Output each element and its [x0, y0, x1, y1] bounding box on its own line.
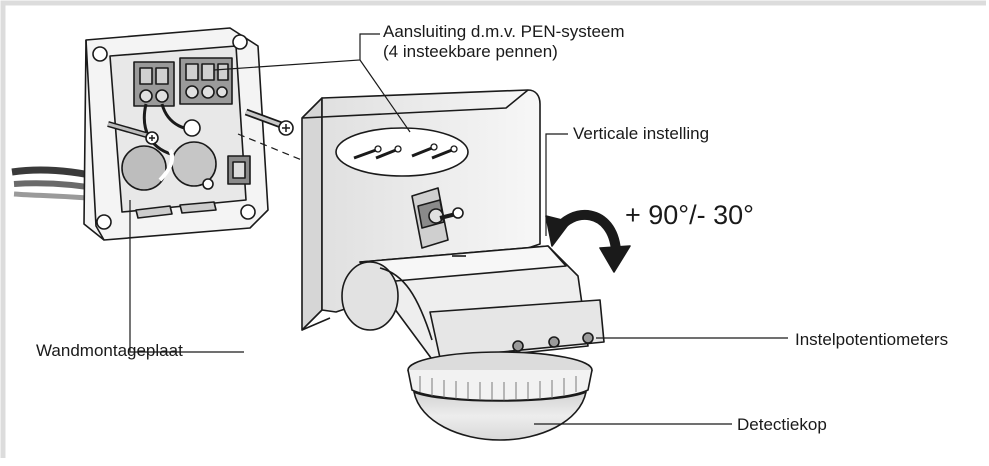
pen-pins [353, 143, 458, 160]
potentiometers-label: Instelpotentiometers [795, 330, 949, 349]
callout-pen-1 [213, 33, 380, 71]
wall-plate-label: Wandmontageplaat [36, 341, 183, 360]
wall-mounting-plate [11, 27, 269, 241]
callout-vertical [545, 133, 568, 236]
image-frame [0, 0, 986, 458]
screw-right [244, 108, 294, 136]
connection-label: Aansluiting d.m.v. PEN-systeem (4 instee… [383, 22, 625, 62]
angle-range-label: + 90°/- 30° [625, 200, 754, 230]
mounting-bracket [411, 187, 464, 249]
vertical-setting-label: Verticale instelling [573, 124, 710, 143]
sensor-housing [301, 89, 631, 441]
callout-pen-2 [359, 59, 411, 133]
detection-head [407, 351, 593, 441]
connection-label-line2: (4 insteekbare pennen) [383, 42, 558, 61]
detection-head-label: Detectiekop [737, 415, 827, 434]
rotation-arrow-icon [545, 210, 631, 273]
callout-wand [129, 200, 244, 353]
screw-left [107, 121, 159, 145]
callout-lines [129, 33, 788, 425]
connection-label-line1: Aansluiting d.m.v. PEN-systeem [383, 22, 625, 41]
